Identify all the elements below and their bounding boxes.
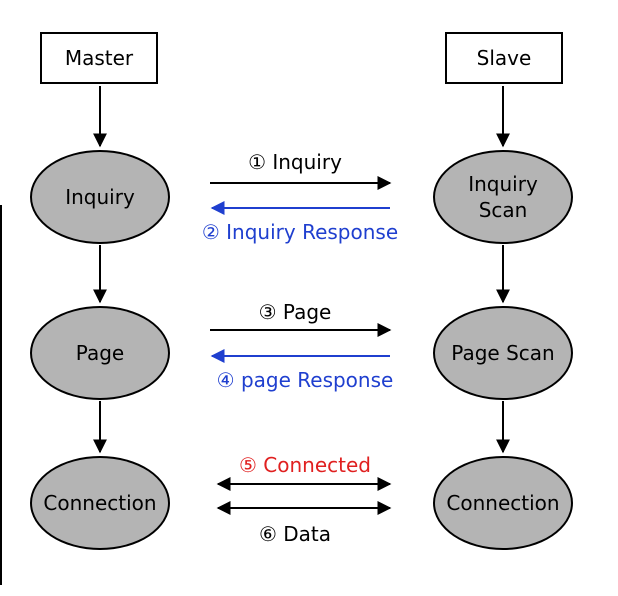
- master-box: Master: [40, 32, 158, 84]
- slave-page-scan-label: Page Scan: [451, 341, 555, 365]
- inquiry-message-label: ① Inquiry: [248, 150, 342, 174]
- slave-inquiry-scan-label-1: Inquiry: [468, 172, 538, 196]
- connected-label: ⑤ Connected: [239, 453, 371, 477]
- slave-inquiry-scan-node: Inquiry Scan: [433, 150, 573, 244]
- slave-page-scan-node: Page Scan: [433, 306, 573, 400]
- master-page-node: Page: [30, 306, 170, 400]
- master-label: Master: [64, 46, 134, 70]
- slave-connection-label: Connection: [446, 491, 560, 515]
- slave-box: Slave: [445, 32, 563, 84]
- slave-connection-node: Connection: [433, 456, 573, 550]
- page-message-label: ③ Page: [258, 300, 332, 324]
- inquiry-response-label: ② Inquiry Response: [201, 220, 399, 244]
- page-response-label: ④ page Response: [216, 368, 394, 392]
- slave-label: Slave: [476, 46, 532, 70]
- master-connection-node: Connection: [30, 456, 170, 550]
- master-inquiry-node: Inquiry: [30, 150, 170, 244]
- data-label: ⑥ Data: [258, 522, 332, 546]
- slave-inquiry-scan-label-2: Scan: [478, 198, 528, 222]
- master-page-label: Page: [75, 341, 125, 365]
- left-border-line: [0, 205, 2, 585]
- master-inquiry-label: Inquiry: [65, 185, 135, 209]
- master-connection-label: Connection: [43, 491, 157, 515]
